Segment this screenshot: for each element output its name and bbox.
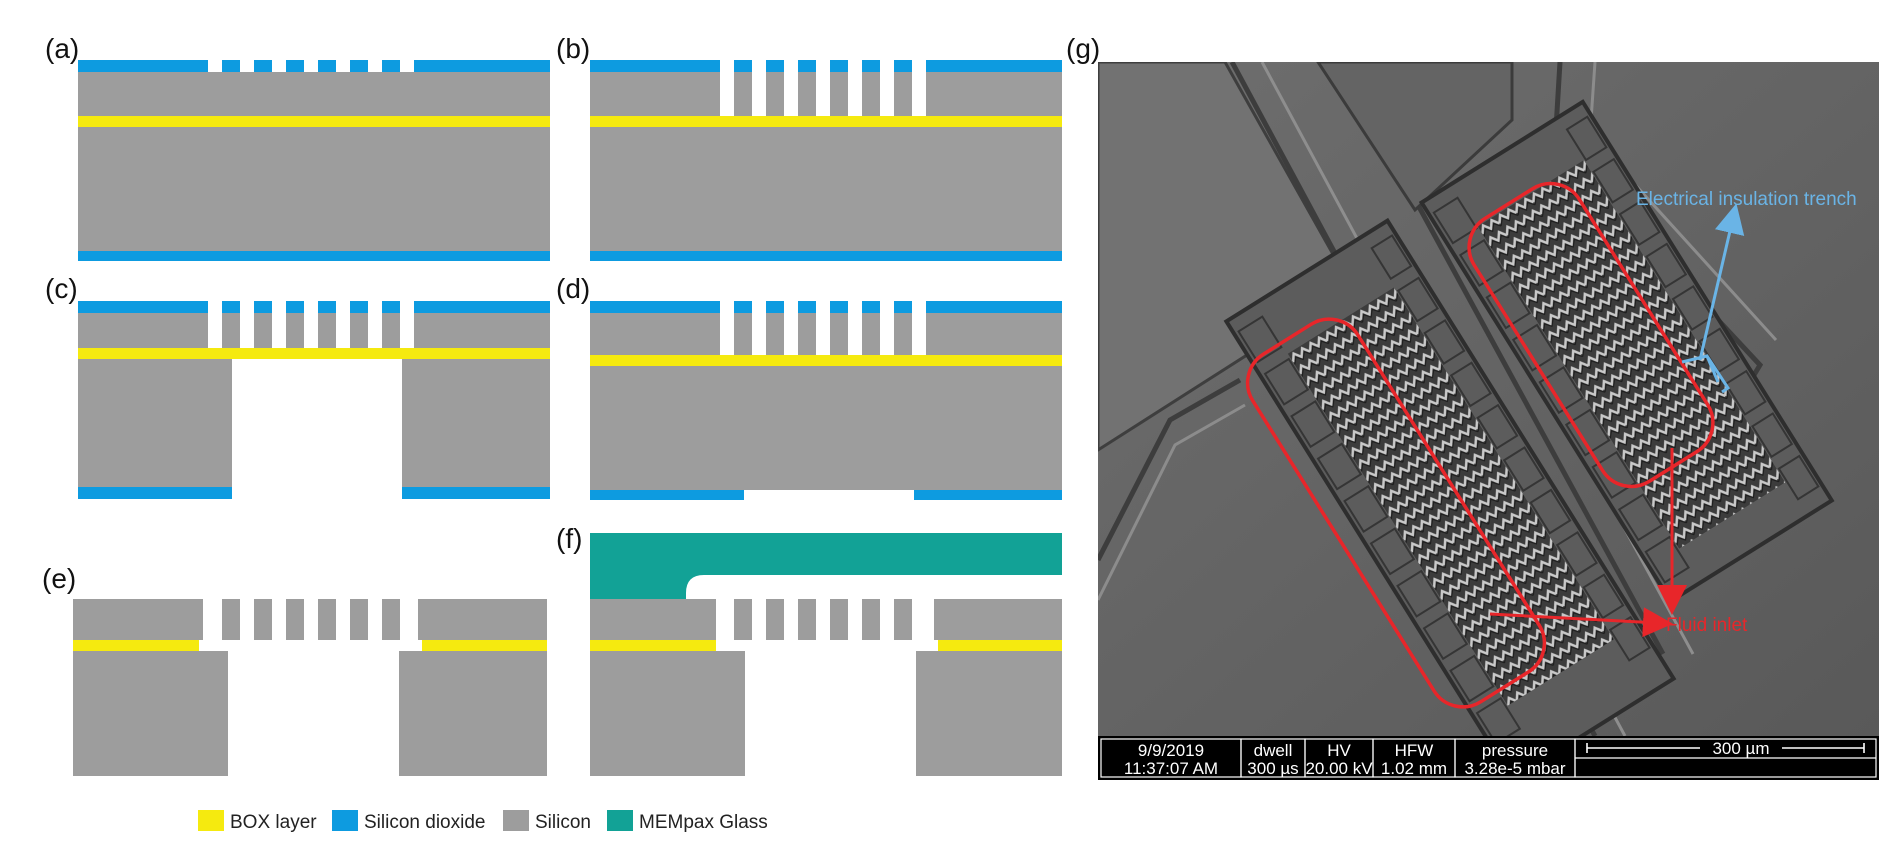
silicon-handle-right <box>399 651 547 776</box>
panel-b-label: (b) <box>556 33 590 64</box>
oxide-bottom-left <box>78 487 232 499</box>
scale-bar <box>1586 743 1865 753</box>
inlet-arrow <box>1489 607 1673 638</box>
panel-e-label: (e) <box>42 563 76 594</box>
silicon-handle-right <box>916 651 1062 776</box>
silicon-handle-layer <box>590 127 1062 251</box>
legend-label-box: BOX layer <box>230 812 317 833</box>
sem-databar: 9/9/2019 11:37:07 AM dwell 300 µs HV 20.… <box>1098 736 1879 780</box>
mempax-glass <box>590 533 1062 599</box>
released-fingers <box>222 599 400 640</box>
legend: BOX layer Silicon dioxide Silicon MEMpax… <box>198 810 768 833</box>
panel-f: (f) <box>556 523 1062 776</box>
databar-dwell-value: 300 µs <box>1247 759 1298 778</box>
panel-b: (b) <box>556 33 1062 261</box>
silicon-handle-left <box>73 651 228 776</box>
trench-annotation: Electrical insulation trench <box>1636 189 1857 210</box>
oxide-bottom-right <box>914 490 1062 500</box>
legend-label-glass: MEMpax Glass <box>639 812 768 833</box>
databar-date: 9/9/2019 <box>1138 741 1204 760</box>
box-layer-right <box>422 640 547 651</box>
silicon-device-right <box>934 599 1062 640</box>
silicon-handle-right <box>402 359 550 487</box>
oxide-bottom <box>78 251 550 261</box>
inlet-annotation: Fluid inlet <box>1666 615 1748 636</box>
panel-d-label: (d) <box>556 273 590 304</box>
legend-swatch-box <box>198 810 224 831</box>
databar-pressure-value: 3.28e-5 mbar <box>1464 759 1565 778</box>
box-layer-left <box>590 640 716 651</box>
legend-swatch-silicon <box>503 810 529 831</box>
box-layer <box>78 116 550 127</box>
panel-f-label: (f) <box>556 523 582 554</box>
silicon-device-layer <box>78 72 550 116</box>
databar-time: 11:37:07 AM <box>1124 759 1218 778</box>
legend-label-silicon: Silicon <box>535 812 591 833</box>
panel-a-label: (a) <box>45 33 79 64</box>
panel-c: (c) <box>45 273 550 499</box>
legend-swatch-oxide <box>332 810 358 831</box>
box-layer-right <box>938 640 1062 651</box>
released-fingers <box>734 599 912 640</box>
box-layer <box>78 348 550 359</box>
databar-hv-label: HV <box>1327 741 1351 760</box>
databar-pressure-label: pressure <box>1482 741 1548 760</box>
databar-hfw-value: 1.02 mm <box>1381 759 1447 778</box>
box-layer-left <box>73 640 199 651</box>
device-chip-upper <box>1418 99 1835 604</box>
oxide-mask-fingers <box>222 60 400 72</box>
trench-bracket <box>1681 354 1731 394</box>
databar-dwell-label: dwell <box>1254 741 1293 760</box>
wedge-block <box>1316 62 1514 213</box>
panel-d: (d) <box>556 273 1062 500</box>
oxide-bottom-left <box>590 490 744 500</box>
silicon-device-left <box>590 599 716 640</box>
panel-c-label: (c) <box>45 273 78 304</box>
silicon-device-left <box>73 599 203 640</box>
sem-micrograph: Electrical insulation trench Fluid inlet <box>1098 62 1879 736</box>
oxide-bottom <box>590 251 1062 261</box>
box-layer <box>590 116 1062 127</box>
branch-channel <box>1098 377 1242 562</box>
electrode-comb-cells <box>1432 115 1820 584</box>
panel-a: (a) <box>45 33 550 261</box>
silicon-handle-left <box>590 651 745 776</box>
silicon-handle-layer <box>590 366 1062 490</box>
silicon-device-right <box>418 599 547 640</box>
databar-hv-value: 20.00 kV <box>1305 759 1373 778</box>
legend-label-oxide: Silicon dioxide <box>364 812 485 833</box>
silicon-handle-left <box>78 359 232 487</box>
databar-hfw-label: HFW <box>1395 741 1434 760</box>
etched-trenches <box>720 60 926 116</box>
etched-trenches <box>208 301 414 348</box>
box-layer <box>590 355 1062 366</box>
device-chip-lower <box>1223 217 1677 736</box>
highlight-outline-lower <box>1245 317 1547 709</box>
silicon-handle-layer <box>78 127 550 251</box>
panel-g-label: (g) <box>1066 33 1100 64</box>
oxide-openings <box>208 60 414 72</box>
trench-arrow <box>1698 203 1745 361</box>
electrode-comb-cells <box>1237 234 1651 736</box>
oxide-bottom-right <box>402 487 550 499</box>
panel-e: (e) <box>42 563 547 776</box>
etched-trenches <box>720 301 926 355</box>
legend-swatch-glass <box>607 810 633 831</box>
branch-channel <box>1098 403 1246 601</box>
scale-bar-label: 300 µm <box>1712 739 1769 758</box>
